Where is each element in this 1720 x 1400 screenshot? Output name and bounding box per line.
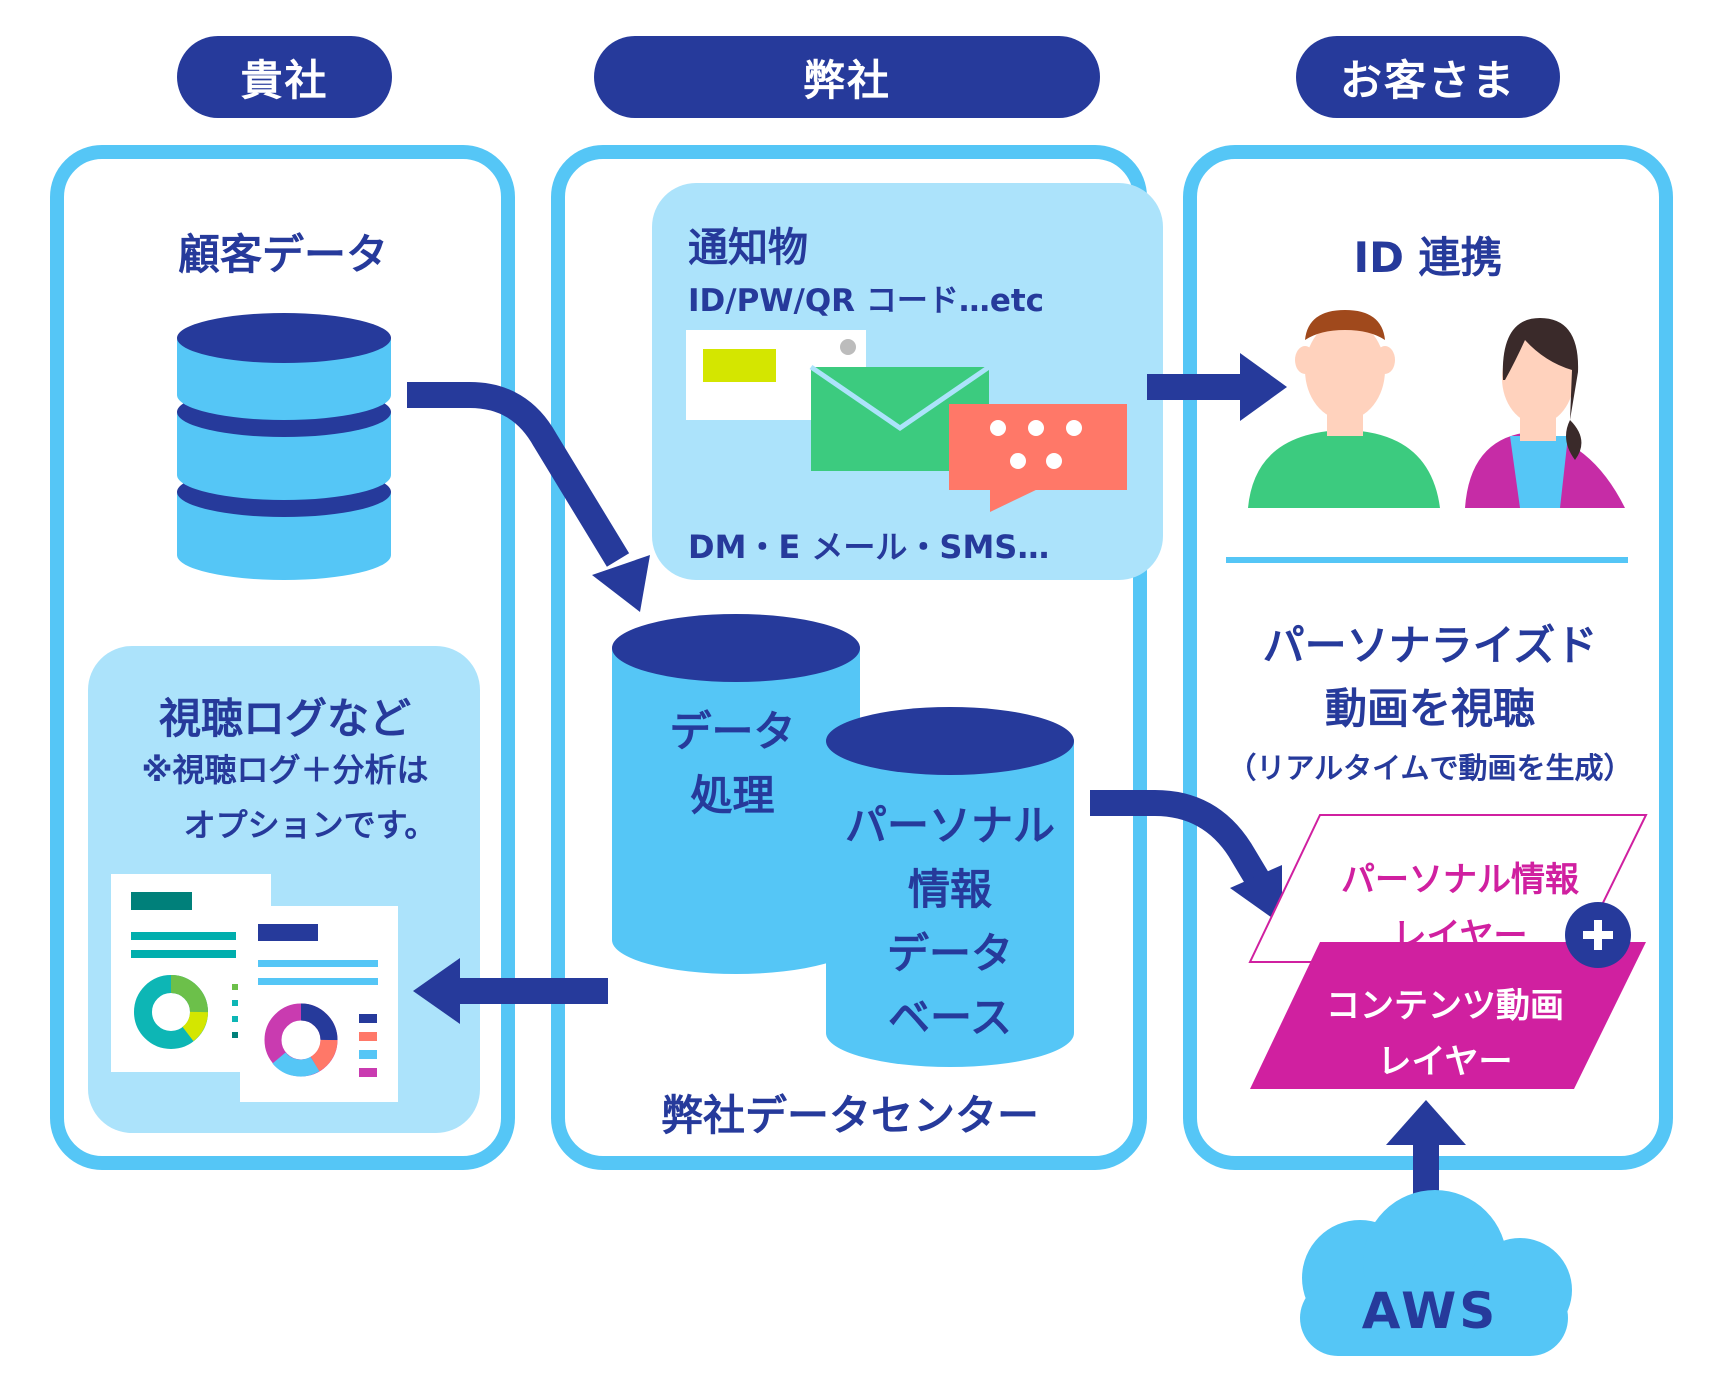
video-note: （リアルタイムで動画を生成） bbox=[1227, 751, 1633, 785]
database-label-line3: データ bbox=[886, 929, 1013, 978]
content-layer-label-line2: レイヤー bbox=[1377, 1042, 1513, 1082]
header-customer: お客さま bbox=[1296, 36, 1560, 118]
header-client: 貴社 bbox=[177, 36, 392, 118]
video-title-line2: 動画を視聴 bbox=[1324, 684, 1535, 733]
id-link-title: ID 連携 bbox=[1353, 233, 1503, 282]
logs-title: 視聴ログなど bbox=[158, 694, 411, 743]
plus-icon bbox=[1565, 902, 1631, 968]
content-video-layer bbox=[1250, 942, 1646, 1089]
database-label-line1: パーソナル bbox=[844, 801, 1055, 850]
woman-icon bbox=[1465, 318, 1625, 508]
video-title-line1: パーソナライズド bbox=[1262, 621, 1598, 670]
header-company: 弊社 bbox=[594, 36, 1100, 118]
man-icon bbox=[1248, 310, 1440, 508]
datacenter-label: 弊社データセンター bbox=[660, 1091, 1039, 1140]
arrow-notice-to-customer bbox=[1147, 353, 1287, 421]
notice-subtitle: ID/PW/QR コード…etc bbox=[688, 283, 1045, 319]
notice-title: 通知物 bbox=[688, 225, 808, 271]
personal-layer-label-line1: パーソナル情報 bbox=[1341, 860, 1579, 900]
arrow-data-to-processing bbox=[407, 382, 650, 612]
database-label-line4: ベース bbox=[888, 993, 1012, 1042]
aws-cloud-icon bbox=[1300, 1190, 1572, 1356]
personal-database-cylinder bbox=[826, 707, 1074, 1067]
processing-label-line1: データ bbox=[669, 707, 796, 756]
content-layer-label-line1: コンテンツ動画 bbox=[1326, 986, 1564, 1026]
logs-note-line2: オプションです。 bbox=[183, 806, 437, 844]
customer-data-title: 顧客データ bbox=[177, 230, 388, 279]
aws-label: AWS bbox=[1361, 1282, 1499, 1340]
sms-bubble-icon bbox=[949, 404, 1127, 512]
personal-layer-label-line2: レイヤー bbox=[1392, 916, 1528, 956]
notice-channels: DM・E メール・SMS… bbox=[688, 528, 1050, 566]
logs-note-line1: ※視聴ログ＋分析は bbox=[141, 751, 429, 789]
arrow-database-to-layers bbox=[1090, 790, 1282, 925]
database-label-line2: 情報 bbox=[907, 865, 992, 914]
arrow-processing-to-logs bbox=[413, 958, 608, 1024]
data-processing-cylinder bbox=[612, 614, 860, 974]
customer-database-icon bbox=[177, 313, 391, 580]
processing-label-line2: 処理 bbox=[690, 771, 775, 820]
analytics-report-icon bbox=[111, 874, 398, 1102]
